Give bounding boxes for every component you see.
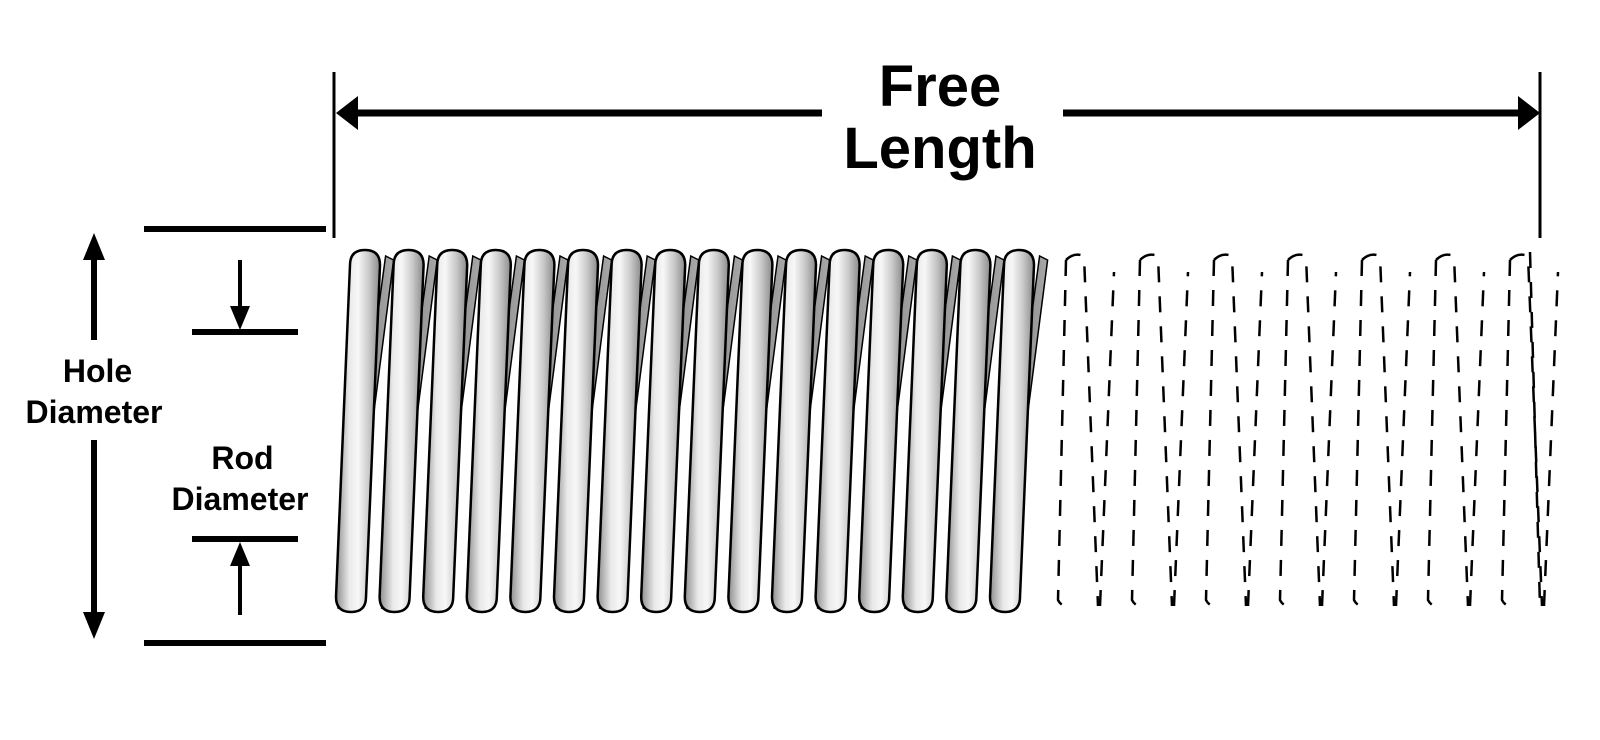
- spring-front-coils: [334, 248, 1036, 614]
- spring-hidden-coils-dashed: [1056, 251, 1560, 608]
- hole-diameter-down-arrowhead: [83, 612, 105, 639]
- spring-front-coil: [988, 248, 1036, 614]
- free-length-label-line1: Free: [878, 54, 1002, 119]
- free-length-dimension: [332, 72, 1542, 238]
- free-length-right-arrowhead: [1518, 96, 1540, 130]
- spring-dashed-coil: [1130, 253, 1190, 608]
- spring-dashed-coil: [1426, 253, 1486, 608]
- spring-front-coil: [901, 248, 949, 614]
- spring-front-coil: [509, 248, 556, 614]
- spring-front-coil: [639, 248, 687, 614]
- rod-diameter-down-arrowhead: [230, 306, 250, 330]
- spring-front-coil: [552, 248, 600, 614]
- hole-diameter-up-arrowhead: [83, 233, 105, 260]
- free-length-label-line2: Length: [843, 116, 1037, 181]
- spring-front-coil: [421, 248, 469, 614]
- rod-diameter-label-line1: Rod: [211, 440, 274, 476]
- hole-diameter-label-line1: Hole: [62, 353, 133, 389]
- spring-front-coil: [683, 248, 731, 614]
- spring-dashed-coil: [1500, 253, 1560, 608]
- spring-front-coil: [378, 248, 425, 614]
- spring-dashed-coil: [1056, 253, 1116, 608]
- spring-front-coil: [857, 248, 905, 614]
- spring-front-coil: [770, 248, 818, 614]
- spring-dashed-coil: [1204, 253, 1264, 608]
- spring-front-coil: [814, 248, 861, 614]
- spring-front-coil: [727, 248, 774, 614]
- spring-front-coil: [945, 248, 992, 614]
- hole-diameter-dimension: [83, 226, 326, 646]
- rod-diameter-label-line2: Diameter: [171, 481, 309, 517]
- free-length-left-arrowhead: [336, 96, 358, 130]
- hole-diameter-label-line2: Diameter: [25, 394, 163, 430]
- spring-front-coil: [334, 248, 382, 614]
- spring-dashed-coil: [1278, 253, 1338, 608]
- rod-diameter-up-arrowhead: [230, 542, 250, 566]
- spring-front-coil: [596, 248, 643, 614]
- spring-dashed-coil: [1352, 253, 1412, 608]
- spring-front-coil: [465, 248, 513, 614]
- rod-diameter-dimension: [192, 260, 298, 615]
